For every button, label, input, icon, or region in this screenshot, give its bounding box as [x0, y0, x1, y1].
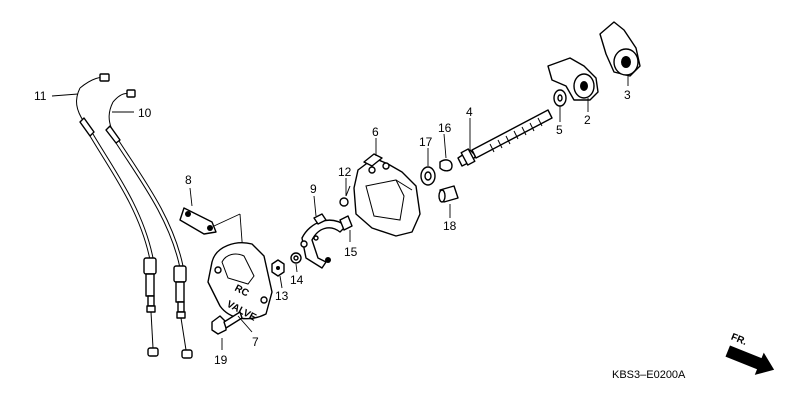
bearing-17	[420, 166, 436, 186]
housing-6	[353, 153, 421, 237]
clip-15	[339, 215, 353, 231]
collar-5	[553, 89, 567, 107]
callout-10: 10	[138, 106, 152, 120]
callout-17: 17	[419, 135, 433, 149]
callout-8: 8	[185, 173, 192, 187]
callout-7: 7	[252, 335, 259, 349]
callout-19: 19	[214, 353, 228, 367]
callout-3: 3	[624, 88, 631, 102]
diagram-code: KBS3–E0200A	[612, 369, 686, 381]
callout-13: 13	[275, 289, 289, 303]
lever-3	[599, 21, 641, 77]
throttle-cable-11	[76, 73, 159, 357]
shaft-4	[457, 109, 553, 167]
callout-11: 11	[34, 89, 47, 103]
callout-6: 6	[372, 125, 379, 139]
bolt-19	[211, 311, 243, 335]
lever-2	[547, 57, 599, 101]
callout-4: 4	[466, 105, 473, 119]
front-direction-arrow: FR.	[725, 332, 775, 375]
callout-14: 14	[290, 273, 304, 287]
front-direction-label: FR.	[729, 332, 748, 348]
washer-14	[290, 252, 302, 264]
callout-numbers: 11 10 8 7 19 13 14 9 12 15 6 17 16 18 4 …	[34, 88, 631, 367]
washer-16	[439, 159, 453, 172]
pin-18	[438, 185, 459, 203]
callout-2: 2	[584, 113, 591, 127]
callout-9: 9	[310, 182, 317, 196]
pulley-9	[300, 213, 347, 269]
rc-valve-cover-7: RC VALVE	[207, 242, 273, 324]
callout-12: 12	[338, 165, 352, 179]
bracket-8	[179, 207, 245, 269]
throttle-cable-10	[105, 89, 193, 359]
leader-lines	[51, 75, 629, 350]
callout-16: 16	[438, 121, 452, 135]
nut-13	[271, 259, 285, 277]
callout-5: 5	[556, 123, 563, 137]
screw-12	[339, 185, 351, 207]
callout-18: 18	[443, 219, 457, 233]
callout-15: 15	[344, 245, 358, 259]
